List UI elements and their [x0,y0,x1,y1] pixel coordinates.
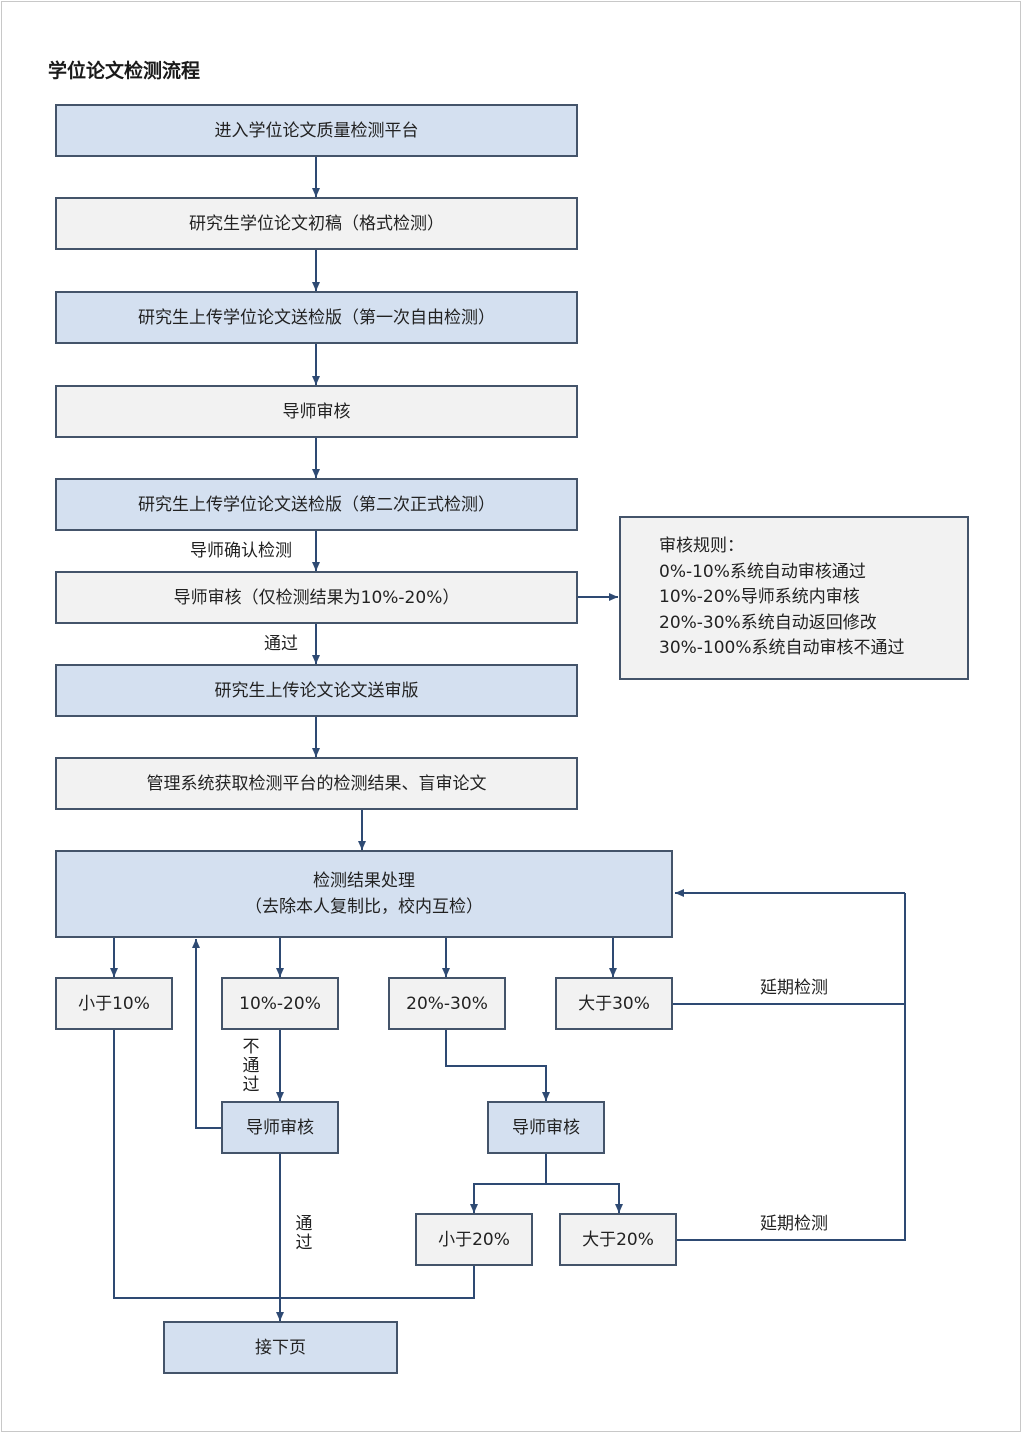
range-gt30: 大于30% [555,977,673,1030]
label-pass-vertical: 通 过 [294,1215,314,1253]
label-char: 不 [242,1037,260,1057]
label-char: 通 [242,1056,260,1076]
step-first-draft: 研究生学位论文初稿（格式检测） [55,197,578,250]
step-enter-platform: 进入学位论文质量检测平台 [55,104,578,157]
label-fail-vertical: 不 通 过 [241,1038,261,1095]
step-advisor-review: 导师审核 [55,385,578,438]
step-result-processing: 检测结果处理 （去除本人复制比，校内互检） [55,850,673,938]
line-review-split [470,1154,547,1213]
result-lt20: 小于20% [415,1213,533,1266]
line-gt20-delay [677,893,906,1241]
advisor-review-10-20: 导师审核 [221,1101,339,1154]
step-advisor-review-range: 导师审核（仅检测结果为10%-20%） [55,571,578,624]
page-title: 学位论文检测流程 [48,60,201,82]
step-system-fetch: 管理系统获取检测平台的检测结果、盲审论文 [55,757,578,810]
label-delay-gt30: 延期检测 [760,978,828,998]
result-gt20: 大于20% [559,1213,677,1266]
next-page-box: 接下页 [163,1321,398,1374]
arrow-20-30-review [445,1030,550,1101]
result-processing-line1: 检测结果处理 [313,871,415,891]
rules-heading: 审核规则： [659,536,744,556]
review-rules-box: 审核规则： 0%-10%系统自动审核通过 10%-20%导师系统内审核 20%-… [619,516,969,680]
rule-item: 20%-30%系统自动返回修改 [659,612,877,633]
step-submit-review-version: 研究生上传论文论文送审版 [55,664,578,717]
rule-item: 30%-100%系统自动审核不通过 [659,638,905,658]
step-second-check: 研究生上传学位论文送检版（第二次正式检测） [55,478,578,531]
range-20-30: 20%-30% [388,977,506,1030]
line-lt10-merge [113,1030,475,1299]
rule-item: 10%-20%导师系统内审核 [659,587,860,607]
advisor-review-20-30: 导师审核 [487,1101,605,1154]
result-processing-line2: （去除本人复制比，校内互检） [245,897,483,917]
range-lt10: 小于10% [55,977,173,1030]
line-review-split-right [546,1183,623,1213]
range-10-20: 10%-20% [221,977,339,1030]
label-char: 通 [295,1214,313,1234]
label-advisor-confirm: 导师确认检测 [190,541,292,561]
label-char: 过 [295,1233,313,1253]
step-first-check: 研究生上传学位论文送检版（第一次自由检测） [55,291,578,344]
label-pass: 通过 [264,634,298,654]
arrow-review-fail-back [192,939,222,1129]
rule-item: 0%-10%系统自动审核通过 [659,561,866,582]
label-char: 过 [242,1075,260,1095]
label-delay-gt20: 延期检测 [760,1214,828,1234]
